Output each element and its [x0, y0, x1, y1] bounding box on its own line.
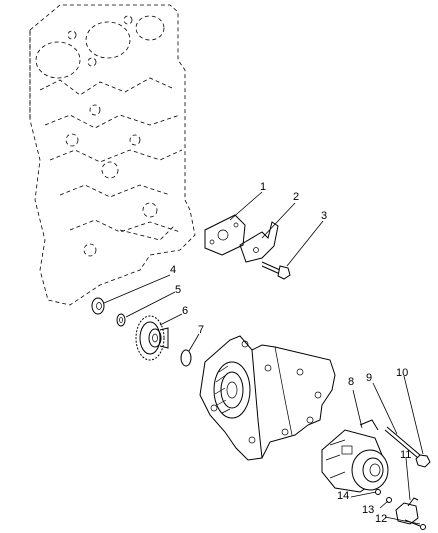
callout-11: 11: [400, 449, 411, 461]
part-12-bolt: [404, 519, 426, 530]
callout-5: 5: [175, 284, 181, 296]
callout-labels: 1 2 3 4 5 6 7 8 9 10 11 12 13 14: [170, 181, 411, 525]
part-11-fitting: [395, 497, 419, 525]
part-5-washer: [116, 313, 126, 327]
part-7-o-ring: [180, 349, 192, 367]
part-13-washer: [386, 497, 392, 503]
callout-10: 10: [396, 367, 408, 379]
callout-9: 9: [366, 372, 372, 384]
part-4-nut: [91, 297, 105, 315]
callout-2: 2: [293, 191, 299, 203]
callout-13: 13: [362, 504, 374, 516]
callout-7: 7: [198, 324, 204, 336]
callout-4: 4: [170, 264, 176, 276]
part-9-stud: [384, 426, 421, 459]
part-2-bracket: [239, 221, 279, 263]
part-6-gear: [135, 315, 169, 361]
part-3-bolt: [261, 261, 291, 280]
callout-1: 1: [260, 181, 266, 193]
callout-3: 3: [321, 210, 327, 222]
callout-8: 8: [348, 376, 354, 388]
part-10-nut: [415, 454, 431, 468]
engine-block: [29, 4, 196, 306]
part-14-seal: [375, 489, 381, 495]
part-1-gasket: [204, 214, 246, 256]
callout-6: 6: [182, 305, 188, 317]
callout-12: 12: [375, 513, 387, 525]
leader-lines: [103, 191, 424, 525]
pump-drive-housing: [199, 335, 336, 461]
part-8-fuel-pump: [321, 419, 389, 493]
callout-14: 14: [337, 490, 349, 502]
